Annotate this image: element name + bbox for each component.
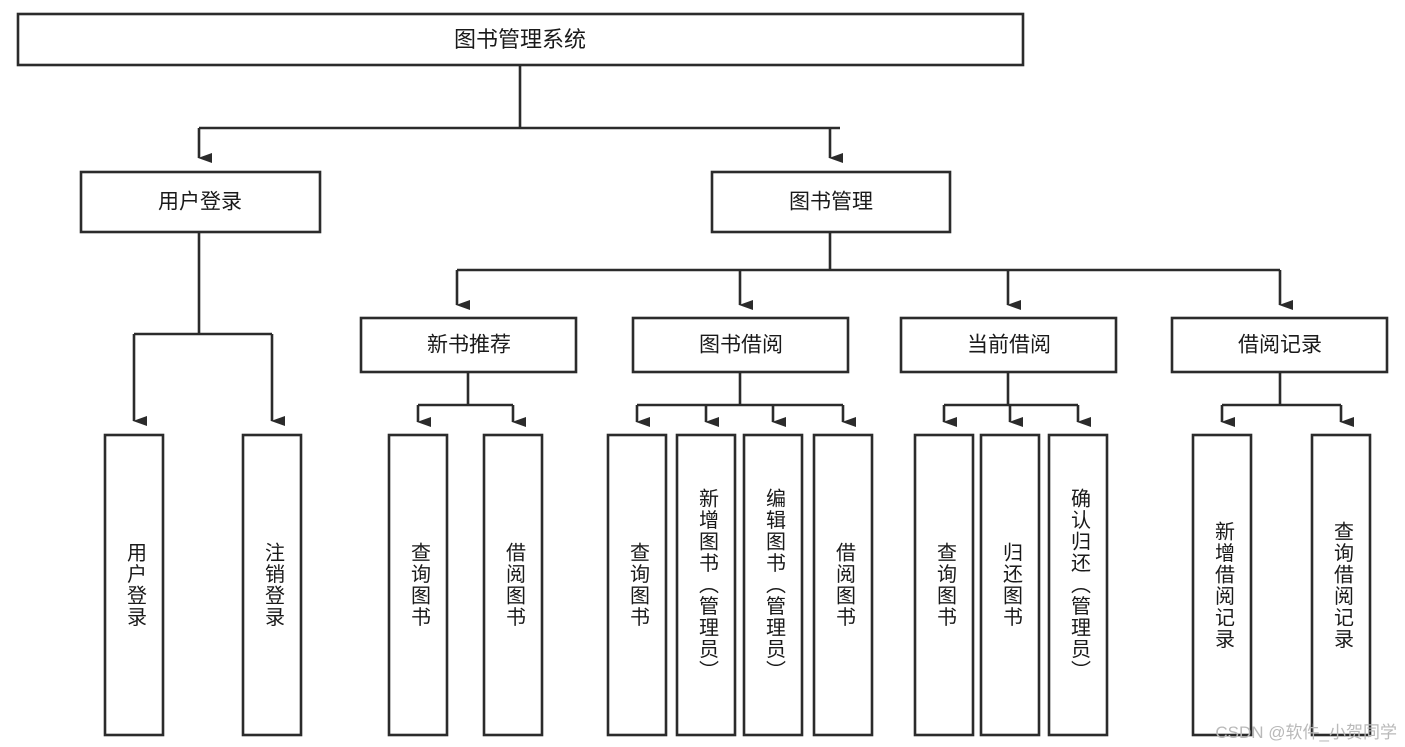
connector-borrowrecord-to-leaves xyxy=(1220,372,1354,427)
leaf-current-borrow-0[interactable] xyxy=(913,433,975,737)
leaf-book-borrow-2[interactable] xyxy=(742,433,804,737)
node-new-book-recommend-label: 新书推荐 xyxy=(427,334,511,357)
node-new-book-recommend[interactable]: 新书推荐 xyxy=(359,316,578,374)
leaf-book-borrow-1[interactable] xyxy=(675,433,737,737)
leaf-current-borrow-2[interactable] xyxy=(1047,433,1109,737)
node-borrow-record[interactable]: 借阅记录 xyxy=(1170,316,1389,374)
node-current-borrow[interactable]: 当前借阅 xyxy=(899,316,1118,374)
leaf-book-borrow-3[interactable] xyxy=(812,433,874,737)
node-root-label: 图书管理系统 xyxy=(454,27,586,52)
node-book-borrow[interactable]: 图书借阅 xyxy=(631,316,850,374)
leaf-borrow-record-1[interactable] xyxy=(1310,433,1372,737)
connector-root-to-level1 xyxy=(197,65,843,163)
csdn-watermark: CSDN @软件_小贺同学 xyxy=(1215,723,1397,742)
node-user-login[interactable]: 用户登录 xyxy=(79,170,322,234)
leaf-current-borrow-1[interactable] xyxy=(979,433,1041,737)
leaf-new-book-0[interactable] xyxy=(387,433,449,737)
connector-currentborrow-to-leaves xyxy=(942,372,1091,427)
connector-newbook-to-leaves xyxy=(416,372,526,427)
connector-bookmgmt-to-level2 xyxy=(455,232,1293,310)
leaf-new-book-1[interactable] xyxy=(482,433,544,737)
leaf-user-login-1[interactable] xyxy=(241,433,303,737)
leaf-user-login-0[interactable] xyxy=(103,433,165,737)
node-book-management[interactable]: 图书管理 xyxy=(710,170,952,234)
node-book-borrow-label: 图书借阅 xyxy=(699,334,783,357)
connector-bookborrow-to-leaves xyxy=(635,372,856,427)
leaf-book-borrow-0[interactable] xyxy=(606,433,668,737)
node-root[interactable]: 图书管理系统 xyxy=(16,12,1025,67)
node-book-management-label: 图书管理 xyxy=(789,191,873,214)
node-current-borrow-label: 当前借阅 xyxy=(967,334,1051,357)
leaf-borrow-record-0[interactable] xyxy=(1191,433,1253,737)
connector-userlogin-to-leaves xyxy=(132,232,285,426)
node-borrow-record-label: 借阅记录 xyxy=(1238,334,1322,357)
node-user-login-label: 用户登录 xyxy=(158,191,242,214)
